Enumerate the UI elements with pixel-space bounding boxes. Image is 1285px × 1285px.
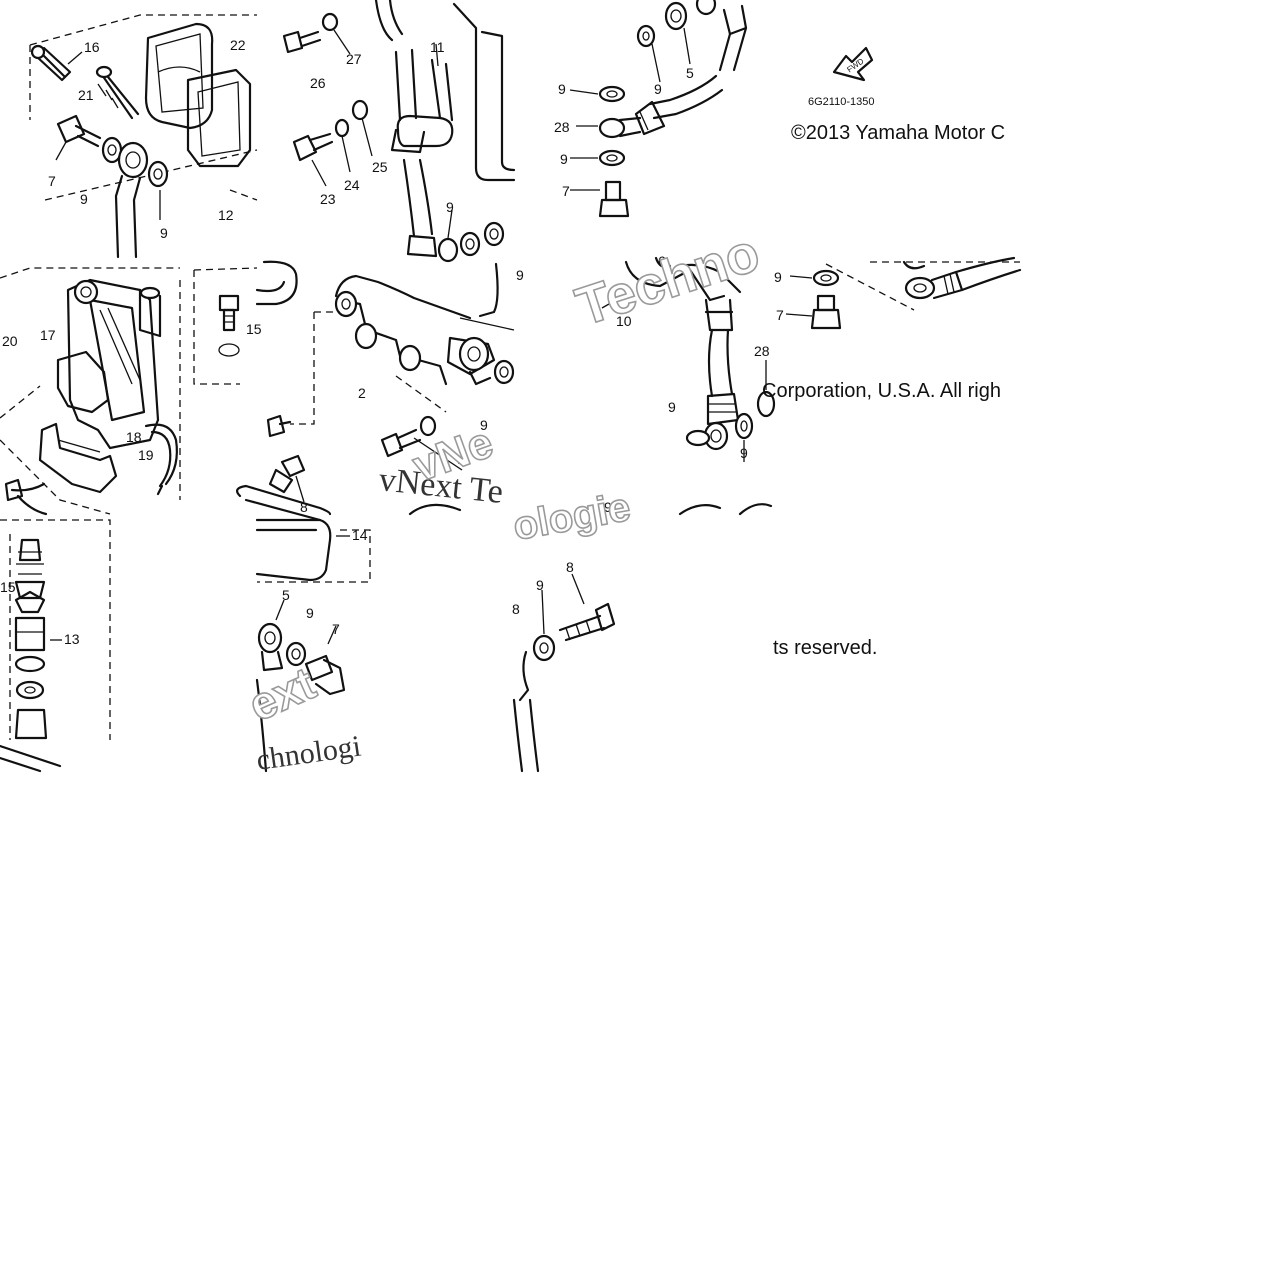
watermark-fragment: ext <box>241 657 323 732</box>
callout-label: 27 <box>346 51 362 67</box>
tile3-art <box>569 0 874 218</box>
callout-label: 28 <box>554 119 570 135</box>
callout-label: 9 <box>536 577 544 593</box>
tile4-art <box>0 267 258 516</box>
copyright-text-part-c: ts reserved. <box>773 637 878 659</box>
copyright-text-part-b: Corporation, U.S.A. All righ <box>762 380 1001 402</box>
callout-label: 8 <box>512 601 520 617</box>
callout-label: 7 <box>332 621 340 637</box>
callout-label: 9 <box>480 417 488 433</box>
tile10-art <box>512 573 616 773</box>
callout-label: 14 <box>352 527 368 543</box>
callout-label: 5 <box>686 65 694 81</box>
callout-label: 17 <box>40 327 56 343</box>
callout-label: 12 <box>218 207 234 223</box>
drawing-code: 6G2110-1350 <box>808 96 874 108</box>
tile5-art <box>236 260 515 522</box>
callout-label: 8 <box>300 499 308 515</box>
callout-label: 21 <box>78 87 94 103</box>
callout-label: 9 <box>306 605 314 621</box>
copyright-text-part-a: ©2013 Yamaha Motor C <box>791 122 1006 144</box>
callout-label: 9 <box>654 81 662 97</box>
callout-label: 23 <box>320 191 336 207</box>
callout-label: 8 <box>566 559 574 575</box>
watermark: Techno vNext Te ologie ext chnologi vNe <box>240 221 767 777</box>
callout-label: 9 <box>558 81 566 97</box>
callout-label: 5 <box>282 587 290 603</box>
callout-label: 10 <box>616 313 632 329</box>
callout-label: 9 <box>160 225 168 241</box>
callout-label: 28 <box>754 343 770 359</box>
watermark-fragment: ologie <box>510 485 634 549</box>
callout-label: 9 <box>774 269 782 285</box>
callout-label: 22 <box>230 37 246 53</box>
callout-label: 11 <box>430 39 445 55</box>
callout-label: 9 <box>740 445 748 461</box>
callout-label: 9 <box>668 399 676 415</box>
tile7-art <box>785 256 1022 330</box>
watermark-fragment: Techno <box>569 222 766 337</box>
callout-label: 4 <box>458 453 466 469</box>
callout-label: 9 <box>560 151 568 167</box>
tile-top-left <box>0 0 257 257</box>
tile2-art <box>282 0 516 263</box>
callout-label: 20 <box>2 333 18 349</box>
callout-label: 24 <box>344 177 360 193</box>
callout-label: 7 <box>48 173 56 189</box>
callout-label: 16 <box>84 39 100 55</box>
tile8-art <box>0 519 111 773</box>
callout-label: 9 <box>516 267 524 283</box>
callout-label: 25 <box>372 159 388 175</box>
tile1-art <box>29 14 258 259</box>
tile9-art <box>255 518 371 773</box>
callout-label: 18 <box>126 429 142 445</box>
callout-label: 9 <box>446 199 454 215</box>
callout-label: 15 <box>246 321 262 337</box>
callout-label: 13 <box>64 631 80 647</box>
callout-label: 2 <box>358 385 366 401</box>
callout-label: 6 <box>658 253 666 269</box>
callout-label: 7 <box>776 307 784 323</box>
tile6-art <box>601 256 776 516</box>
callout-label: 9 <box>80 191 88 207</box>
callout-label: 15 <box>0 579 16 595</box>
callout-label: 9 <box>604 499 612 515</box>
watermark-fragment: chnologi <box>254 730 363 777</box>
callout-label: 7 <box>562 183 570 199</box>
callout-label: 26 <box>310 75 326 91</box>
callout-label: 19 <box>138 447 154 463</box>
callout-labels: 16 22 21 7 9 9 12 26 27 11 25 24 23 9 9 … <box>0 37 784 647</box>
